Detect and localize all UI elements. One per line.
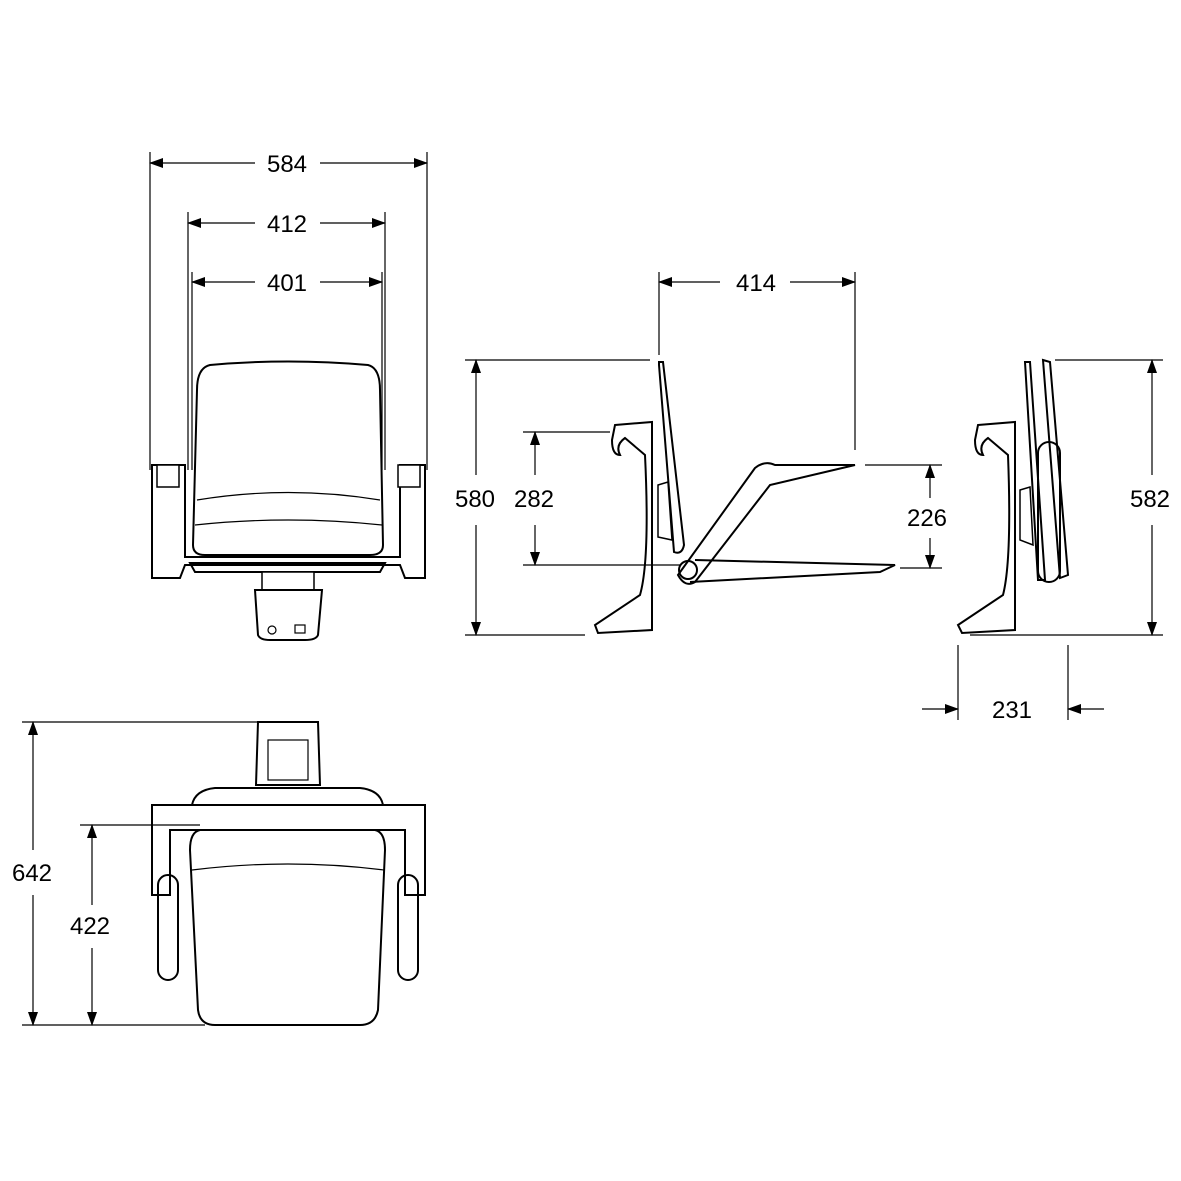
dimension-642: 642 xyxy=(12,721,52,1026)
armrest-left xyxy=(157,874,179,981)
dimension-label: 226 xyxy=(907,505,947,532)
wall-bracket xyxy=(593,420,653,635)
dimension-label: 401 xyxy=(267,270,307,297)
dimension-226: 226 xyxy=(907,464,947,569)
dimension-580: 580 xyxy=(455,359,495,636)
dimension-282: 282 xyxy=(514,431,554,566)
dimension-label: 231 xyxy=(992,697,1032,724)
dimension-231: 231 xyxy=(922,697,1104,724)
hinge-right xyxy=(397,464,421,488)
dimension-label: 642 xyxy=(12,860,52,887)
frame xyxy=(151,464,426,579)
folding-seat-arm xyxy=(676,462,856,585)
dimension-422: 422 xyxy=(70,824,110,1026)
top-view: 642 422 xyxy=(12,721,426,1026)
dimension-label: 412 xyxy=(267,211,307,238)
seat-back xyxy=(191,360,385,556)
backrest xyxy=(658,361,686,554)
dimension-582: 582 xyxy=(1130,359,1170,636)
dimension-label: 414 xyxy=(736,270,776,297)
dimension-label: 582 xyxy=(1130,486,1170,513)
front-view: 584 412 401 xyxy=(149,151,428,641)
dimension-label: 580 xyxy=(455,486,495,513)
dimension-584: 584 xyxy=(149,151,428,178)
side-view-open: 414 580 282 226 xyxy=(455,270,947,636)
seat xyxy=(689,559,896,583)
seat xyxy=(188,829,387,1026)
wall-mount xyxy=(254,721,322,786)
wall-mount xyxy=(253,589,324,641)
side-view-folded: 582 231 xyxy=(922,358,1170,724)
wall-bracket xyxy=(956,420,1016,635)
dimension-label: 422 xyxy=(70,913,110,940)
dimension-412: 412 xyxy=(187,211,386,238)
folded-seat xyxy=(1037,441,1061,583)
dimension-401: 401 xyxy=(191,270,383,297)
dimension-label: 584 xyxy=(267,151,307,178)
hinge-left xyxy=(156,464,180,488)
dimension-label: 282 xyxy=(514,486,554,513)
dimension-414: 414 xyxy=(658,270,856,297)
armrest-right xyxy=(397,874,419,981)
